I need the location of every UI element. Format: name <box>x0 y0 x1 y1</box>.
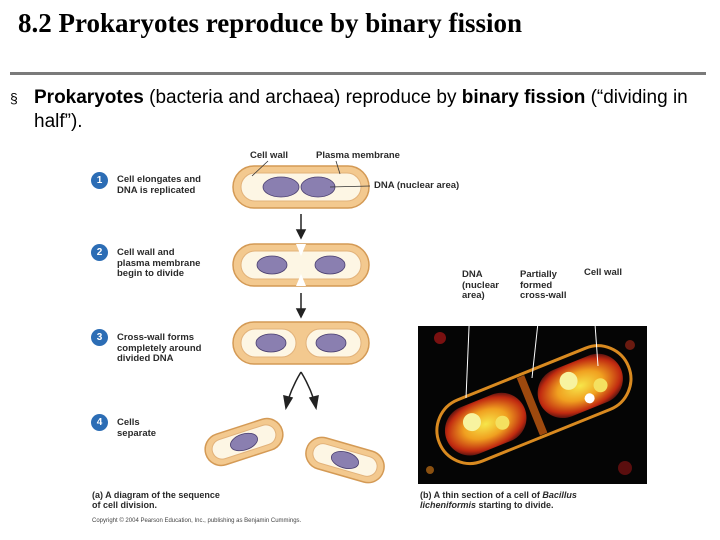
label-leader-lines <box>251 160 371 188</box>
bullet-text: Prokaryotes (bacteria and archaea) repro… <box>34 86 700 134</box>
dna-blob <box>230 432 258 452</box>
label-micro-cell-wall: Cell wall <box>584 267 623 278</box>
cell-step-4-right <box>305 436 385 484</box>
cell-step-1 <box>232 165 370 209</box>
label-cell-wall: Cell wall <box>250 150 289 161</box>
bullet-term-prokaryotes: Prokaryotes <box>34 87 144 108</box>
cell-step-4-left <box>204 417 284 467</box>
micrograph-image <box>418 326 647 484</box>
dna-blob <box>315 333 347 353</box>
step-2-badge: 2 <box>91 244 108 261</box>
bullet-marker: § <box>10 90 18 106</box>
dna-blob <box>262 176 300 198</box>
dna-blob <box>330 450 360 470</box>
dna-blob <box>300 176 336 198</box>
cell-step-2 <box>232 243 370 287</box>
dna-blob <box>255 333 287 353</box>
label-dna-nuclear-area: DNA (nuclear area) <box>374 180 460 191</box>
bullet-text-part1: (bacteria and archaea) reproduce by <box>143 87 462 108</box>
cell-step-3 <box>232 321 370 365</box>
micrograph-leader-lines <box>465 281 599 399</box>
bullet-term-binary-fission: binary fission <box>461 87 586 108</box>
step-3-badge: 3 <box>91 329 108 346</box>
step-4-badge: 4 <box>91 414 108 431</box>
dna-blob <box>314 255 346 275</box>
caption-b: (b) A thin section of a cell of Bacillus… <box>420 490 577 510</box>
label-plasma-membrane: Plasma membrane <box>316 150 400 161</box>
step-arrows <box>283 214 319 411</box>
dna-blob <box>256 255 288 275</box>
copyright-notice: Copyright © 2004 Pearson Education, Inc.… <box>92 518 302 524</box>
bullet-text-part2: (“dividing in half”). <box>34 87 688 132</box>
step-1-badge: 1 <box>91 172 108 189</box>
slide-title: 8.2 Prokaryotes reproduce by binary fiss… <box>18 8 523 38</box>
title-rule <box>10 72 706 75</box>
bullet-point: § Prokaryotes (bacteria and archaea) rep… <box>10 86 700 134</box>
